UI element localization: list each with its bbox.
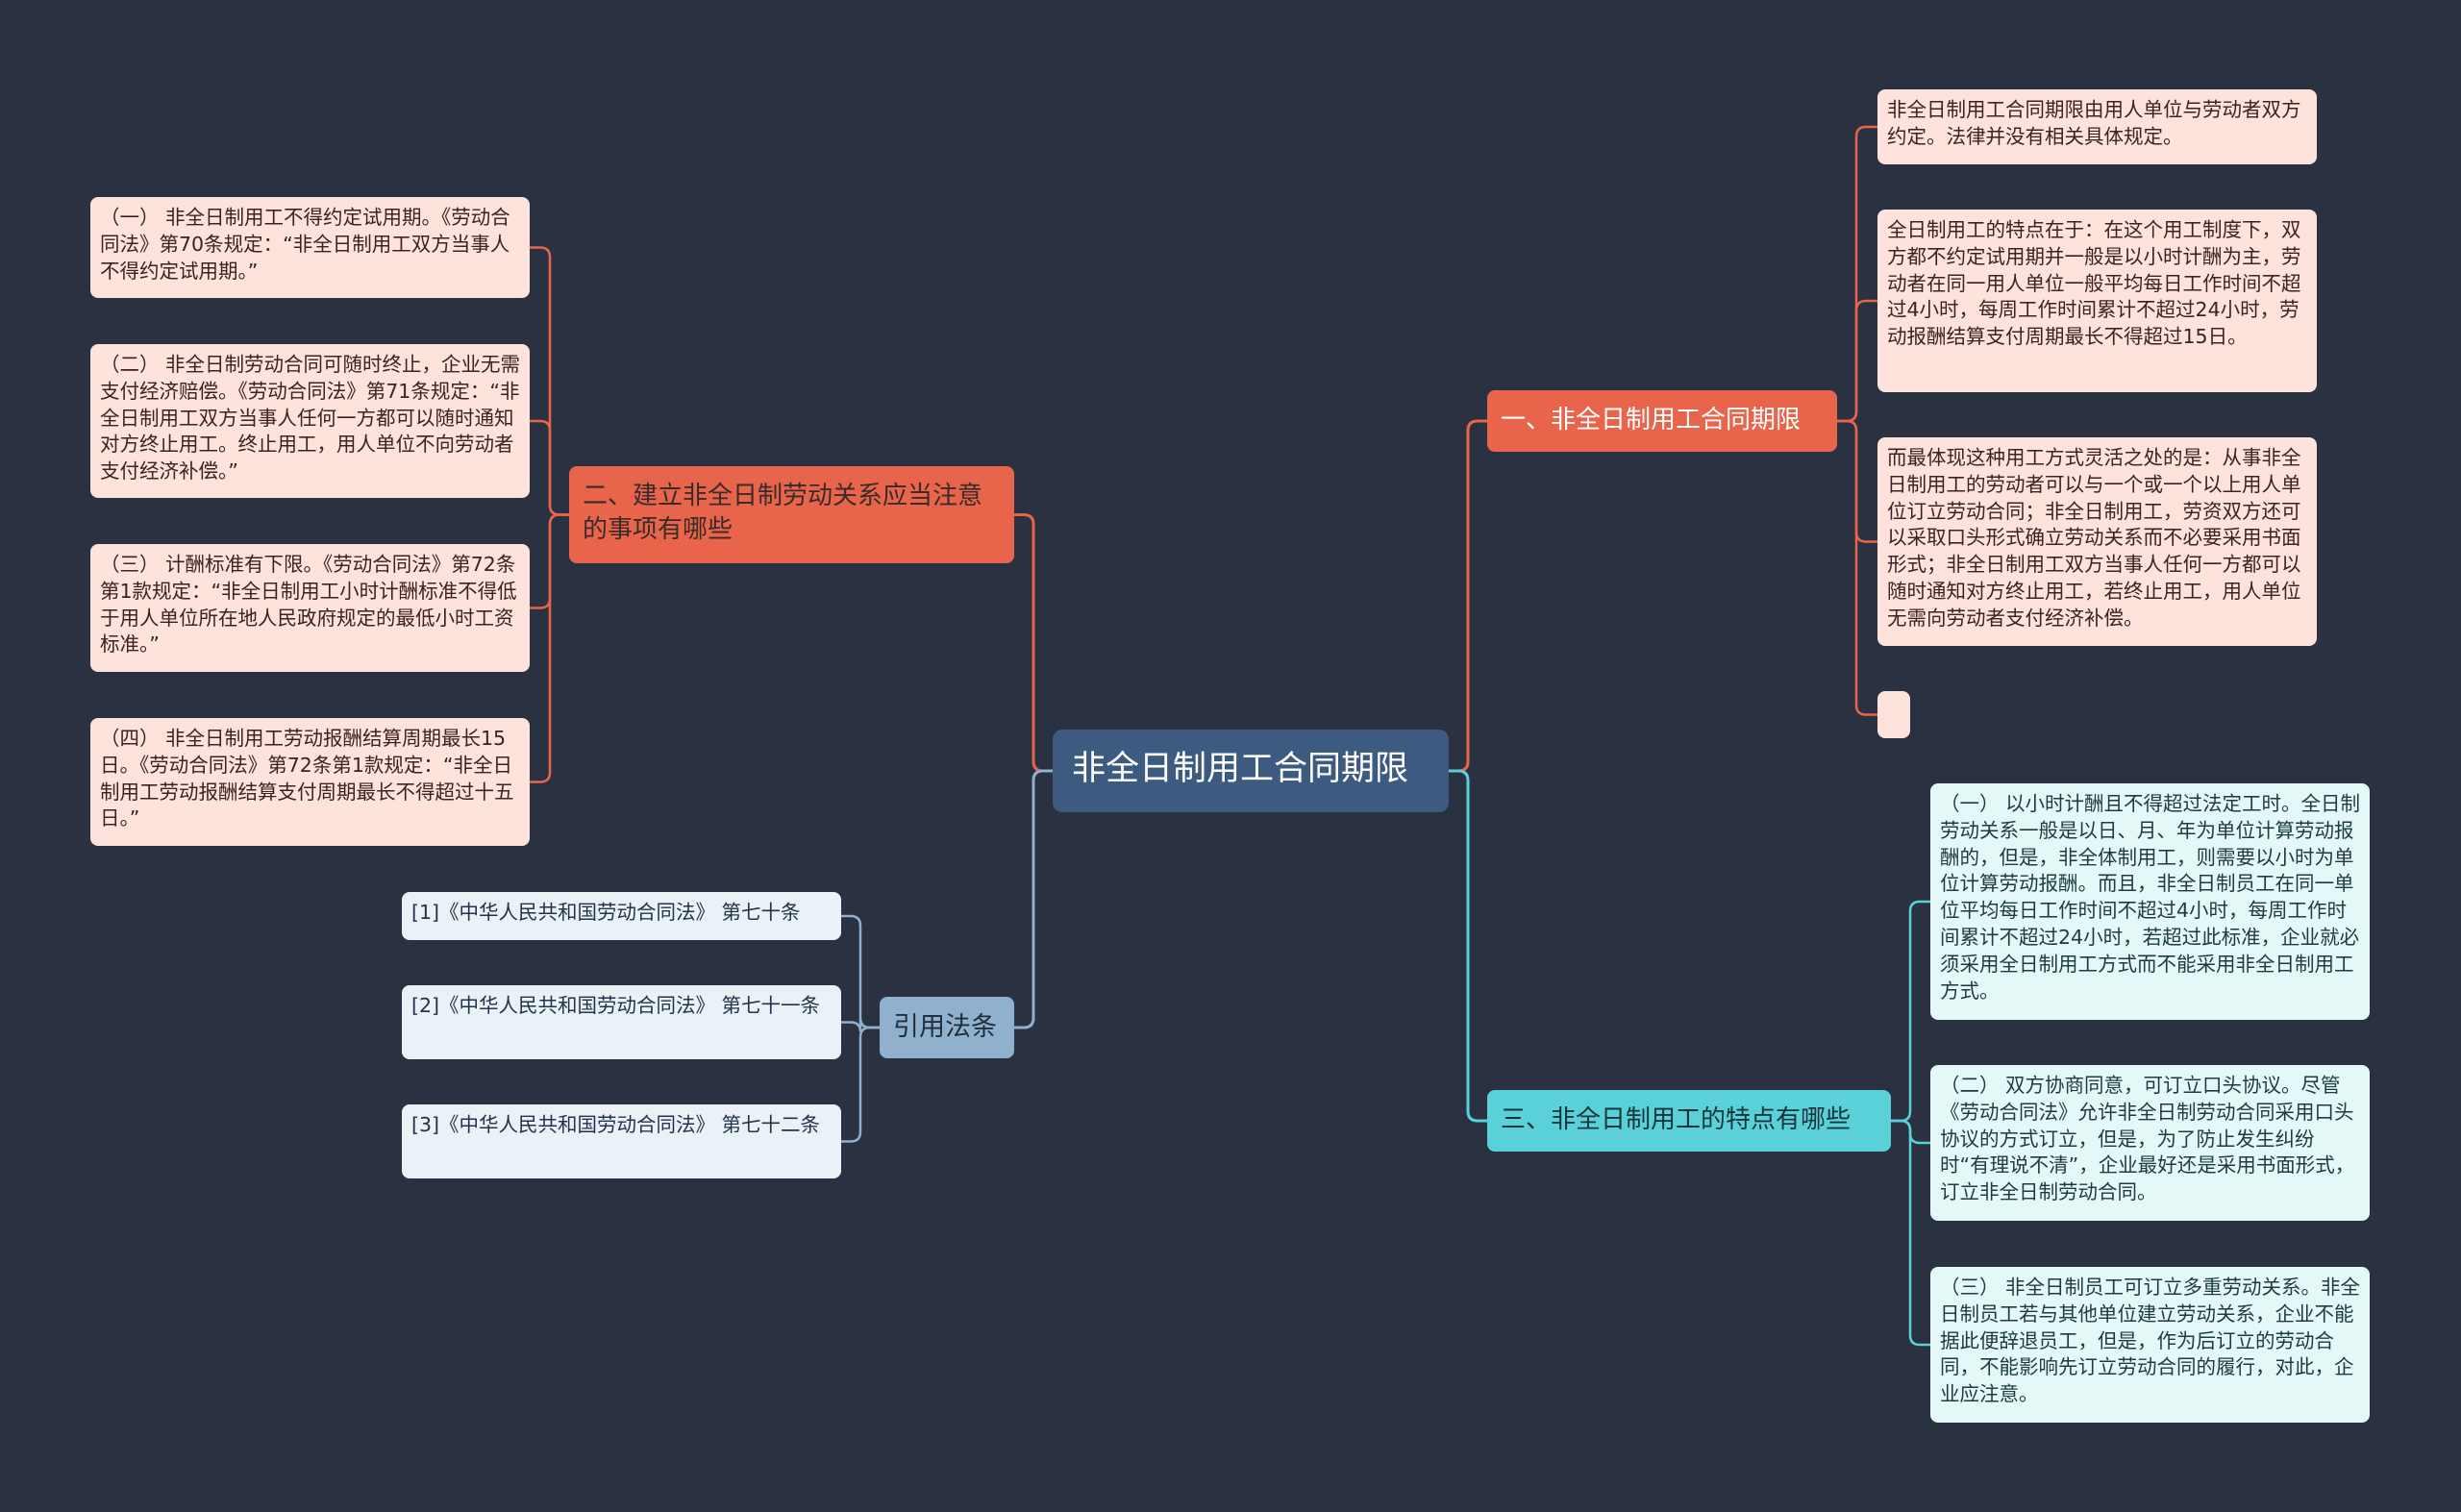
leaf-precautions-3[interactable]: （三） 计酬标准有下限。《劳动合同法》第72条第1款规定：“非全日制用工小时计酬… (90, 544, 530, 672)
leaf-cited-article-3[interactable]: [3]《中华人民共和国劳动合同法》 第七十二条 (402, 1104, 841, 1178)
branch-contract-term[interactable]: 一、非全日制用工合同期限 (1487, 390, 1837, 452)
leaf-cited-article-1[interactable]: [1]《中华人民共和国劳动合同法》 第七十条 (402, 892, 841, 940)
branch-characteristics[interactable]: 三、非全日制用工的特点有哪些 (1487, 1090, 1891, 1152)
leaf-precautions-4[interactable]: （四） 非全日制用工劳动报酬结算周期最长15日。《劳动合同法》第72条第1款规定… (90, 718, 530, 846)
leaf-precautions-2[interactable]: （二） 非全日制劳动合同可随时终止，企业无需支付经济赔偿。《劳动合同法》第71条… (90, 344, 530, 498)
connector-branch-contract-term (1449, 419, 1487, 773)
connector-leaf-contract-term-4 (1837, 419, 1877, 716)
connector-branch-precautions (1014, 513, 1053, 773)
connector-leaf-cited-article-2 (841, 1017, 880, 1032)
connector-leaf-cited-article-3 (841, 1026, 880, 1143)
connector-branch-cited-articles (1014, 769, 1053, 1029)
leaf-cited-article-2[interactable]: [2]《中华人民共和国劳动合同法》 第七十一条 (402, 985, 841, 1059)
connector-leaf-characteristics-1 (1891, 900, 1930, 1123)
branch-cited-articles[interactable]: 引用法条 (880, 997, 1014, 1058)
branch-precautions[interactable]: 二、建立非全日制劳动关系应当注意的事项有哪些 (569, 466, 1014, 563)
connector-leaf-contract-term-2 (1837, 299, 1877, 423)
connector-leaf-precautions-2 (530, 419, 569, 516)
leaf-contract-term-1[interactable]: 非全日制用工合同期限由用人单位与劳动者双方约定。法律并没有相关具体规定。 (1877, 89, 2317, 164)
leaf-contract-term-3[interactable]: 而最体现这种用工方式灵活之处的是：从事非全日制用工的劳动者可以与一个或一个以上用… (1877, 437, 2317, 646)
connector-leaf-precautions-4 (530, 513, 569, 783)
leaf-precautions-1[interactable]: （一） 非全日制用工不得约定试用期。《劳动合同法》第70条规定：“非全日制用工双… (90, 197, 530, 298)
connector-branch-characteristics (1449, 769, 1487, 1123)
leaf-characteristics-1[interactable]: （一） 以小时计酬且不得超过法定工时。全日制劳动关系一般是以日、月、年为单位计算… (1930, 783, 2370, 1020)
leaf-characteristics-2[interactable]: （二） 双方协商同意，可订立口头协议。尽管《劳动合同法》允许非全日制劳动合同采用… (1930, 1065, 2370, 1221)
leaf-contract-term-2[interactable]: 全日制用工的特点在于：在这个用工制度下，双方都不约定试用期并一般是以小时计酬为主… (1877, 210, 2317, 392)
leaf-contract-term-4[interactable] (1877, 691, 1910, 738)
root-node[interactable]: 非全日制用工合同期限 (1053, 730, 1449, 812)
connector-leaf-cited-article-1 (841, 914, 880, 1029)
connector-leaf-characteristics-3 (1891, 1119, 1930, 1347)
leaf-characteristics-3[interactable]: （三） 非全日制员工可订立多重劳动关系。非全日制员工若与其他单位建立劳动关系，企… (1930, 1267, 2370, 1423)
